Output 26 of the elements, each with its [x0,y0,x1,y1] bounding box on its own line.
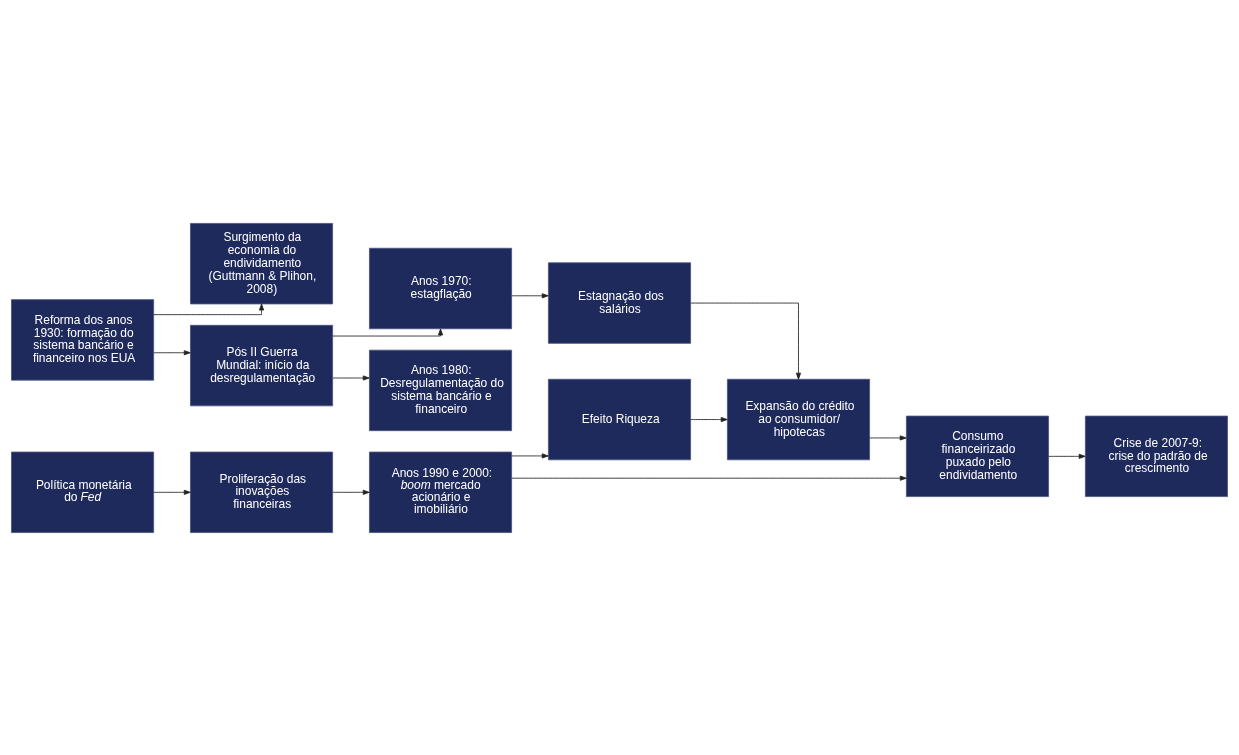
arrow [1048,453,1086,459]
arrow [153,303,265,315]
arrow [332,374,370,381]
arrow [153,349,191,355]
arrow [690,416,728,422]
node-box: Pós II Guerra Mundial: início da desregulamentação [190,324,334,406]
arrow [511,452,549,458]
arrow [511,475,907,481]
node-box: Efeito Riqueza [548,378,691,460]
arrow [332,328,444,336]
node-box: Expansão do crédito ao consumidor/ hipotecas [726,378,870,460]
arrow [332,489,370,495]
arrow [511,292,549,298]
node-box: Crise de 2007-9: crise do padrão de crescimento [1084,415,1228,497]
node-box: Política monetária do Fed [11,451,155,533]
node-box: Anos 1980: Desregulamentação do sistema bancário e financeiro [369,349,513,431]
node-box: Consumo financeirizado puxado pelo endividamento [905,415,1049,497]
node-box: Proliferação das inovações financeiras [190,451,334,533]
arrow [869,434,907,440]
arrow [690,302,801,380]
node-box: Anos 1990 e 2000: boom mercado acionário e imobiliário [369,451,513,533]
node-box: Anos 1970: estagflação [369,247,513,329]
node-box: Estagnação dos salários [548,261,691,344]
node-box: Reforma dos anos 1930: formação do sistema bancário e financeiro nos EUA [11,298,155,381]
arrow [153,489,191,495]
node-box: Surgimento da economia do endividamento (Guttmann & Plihon, 2008) [190,222,334,304]
